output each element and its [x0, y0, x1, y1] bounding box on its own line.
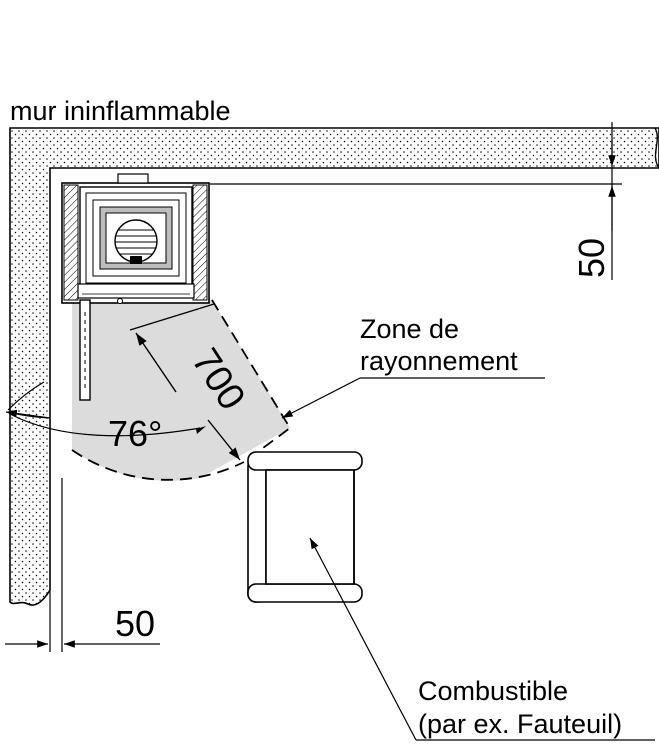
combustible-label-line1: Combustible — [418, 676, 568, 706]
armchair-icon — [247, 451, 363, 603]
wall-label: mur ininflammable — [10, 96, 231, 126]
angle-dimension-label: 76° — [108, 413, 162, 454]
zone-label-line1: Zone de — [360, 314, 459, 344]
combustible-label-line2: (par ex. Fauteuil) — [418, 709, 622, 739]
stove-icon — [61, 173, 210, 401]
side-clearance-label: 50 — [115, 603, 155, 644]
zone-label-line2: rayonnement — [360, 346, 518, 376]
top-clearance-label: 50 — [571, 238, 612, 278]
